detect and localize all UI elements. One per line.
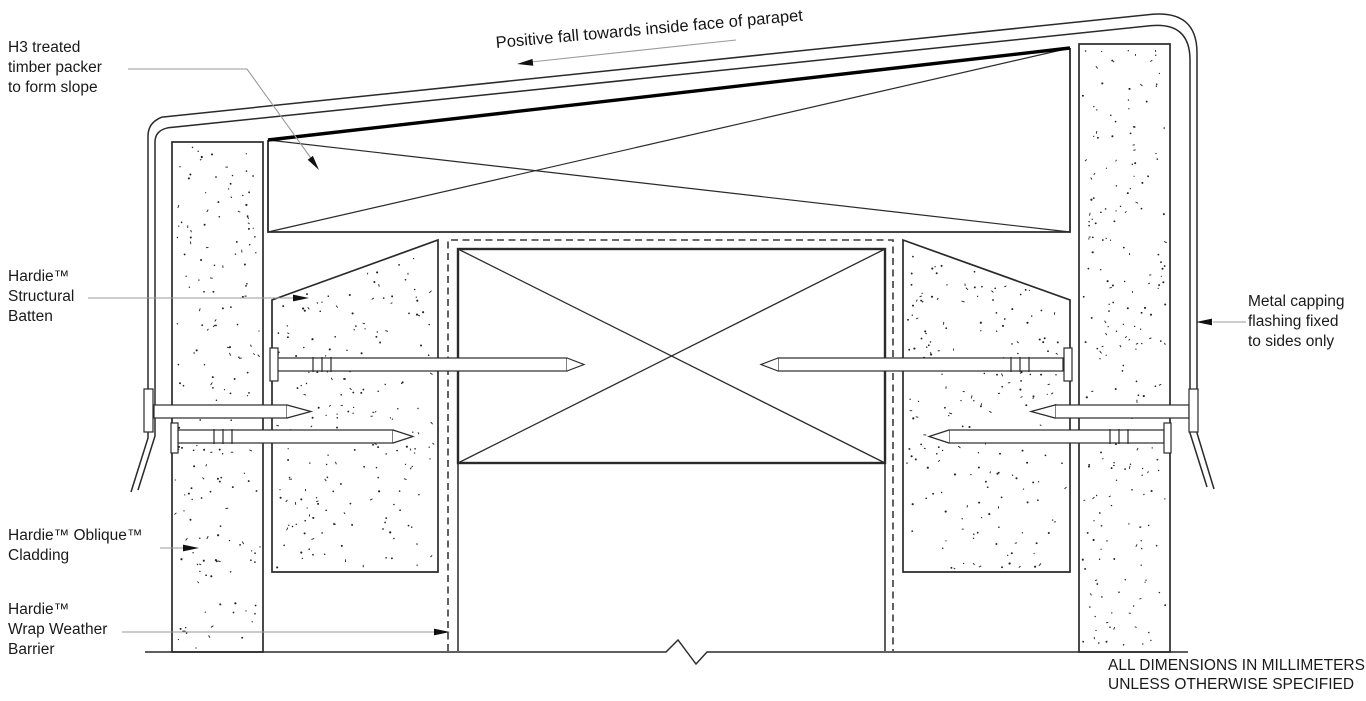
left-structural-batten: [271, 238, 439, 573]
structural-batten-label: Hardie™ Structural Batten: [8, 268, 75, 325]
positive-fall-leader: [530, 39, 737, 63]
left-cladding-panel: [171, 141, 264, 653]
leader-lines: [88, 39, 1246, 636]
right-structural-batten: [902, 238, 1071, 573]
batten-arrowhead-icon: [293, 294, 309, 302]
packer-diagonal-1: [267, 139, 1071, 233]
capping-inner-line: [137, 24, 1208, 491]
h3-packer-arrowhead-icon: [307, 155, 319, 170]
fastener-top-left: [269, 347, 586, 382]
fastener-middle-left: [143, 388, 314, 433]
fasteners: [143, 347, 1199, 454]
capping-arrowhead-icon: [1196, 318, 1212, 326]
fastener-top-right: [759, 347, 1073, 382]
ground-line-with-break: [145, 638, 1188, 666]
fastener-bottom-right: [927, 422, 1172, 454]
framing-blocking: [456, 247, 887, 465]
wrap-barrier-label: Hardie™ Wrap Weather Barrier: [8, 601, 108, 658]
packer-diagonal-2: [267, 47, 1071, 233]
fastener-bottom-left: [170, 422, 415, 454]
packer-sloped-top-edge: [267, 46, 1071, 142]
h3-packer-leader: [128, 68, 314, 162]
blocking-diagonal-2: [457, 248, 886, 464]
metal-capping-flashing: [130, 13, 1215, 493]
wrap-barrier-arrowhead-icon: [434, 628, 450, 636]
weather-barrier-dashed-line: [447, 239, 894, 651]
fastener-middle-right: [1028, 388, 1199, 433]
timber-packer: [267, 46, 1071, 233]
cladding-arrowhead-icon: [183, 544, 199, 552]
capping-outer-line: [130, 13, 1215, 493]
metal-capping-label: Metal capping flashing fixed to sides on…: [1248, 293, 1345, 350]
cladding-and-battens: [171, 43, 1171, 653]
dimensions-note: ALL DIMENSIONS IN MILLIMETERS UNLESS OTH…: [1108, 657, 1365, 693]
framing-stud-lines: [457, 463, 886, 651]
right-cladding-panel: [1078, 43, 1171, 653]
positive-fall-arrowhead-icon: [517, 58, 534, 66]
h3-packer-label: H3 treated timber packer to form slope: [8, 39, 102, 96]
oblique-cladding-label: Hardie™ Oblique™ Cladding: [8, 527, 143, 564]
